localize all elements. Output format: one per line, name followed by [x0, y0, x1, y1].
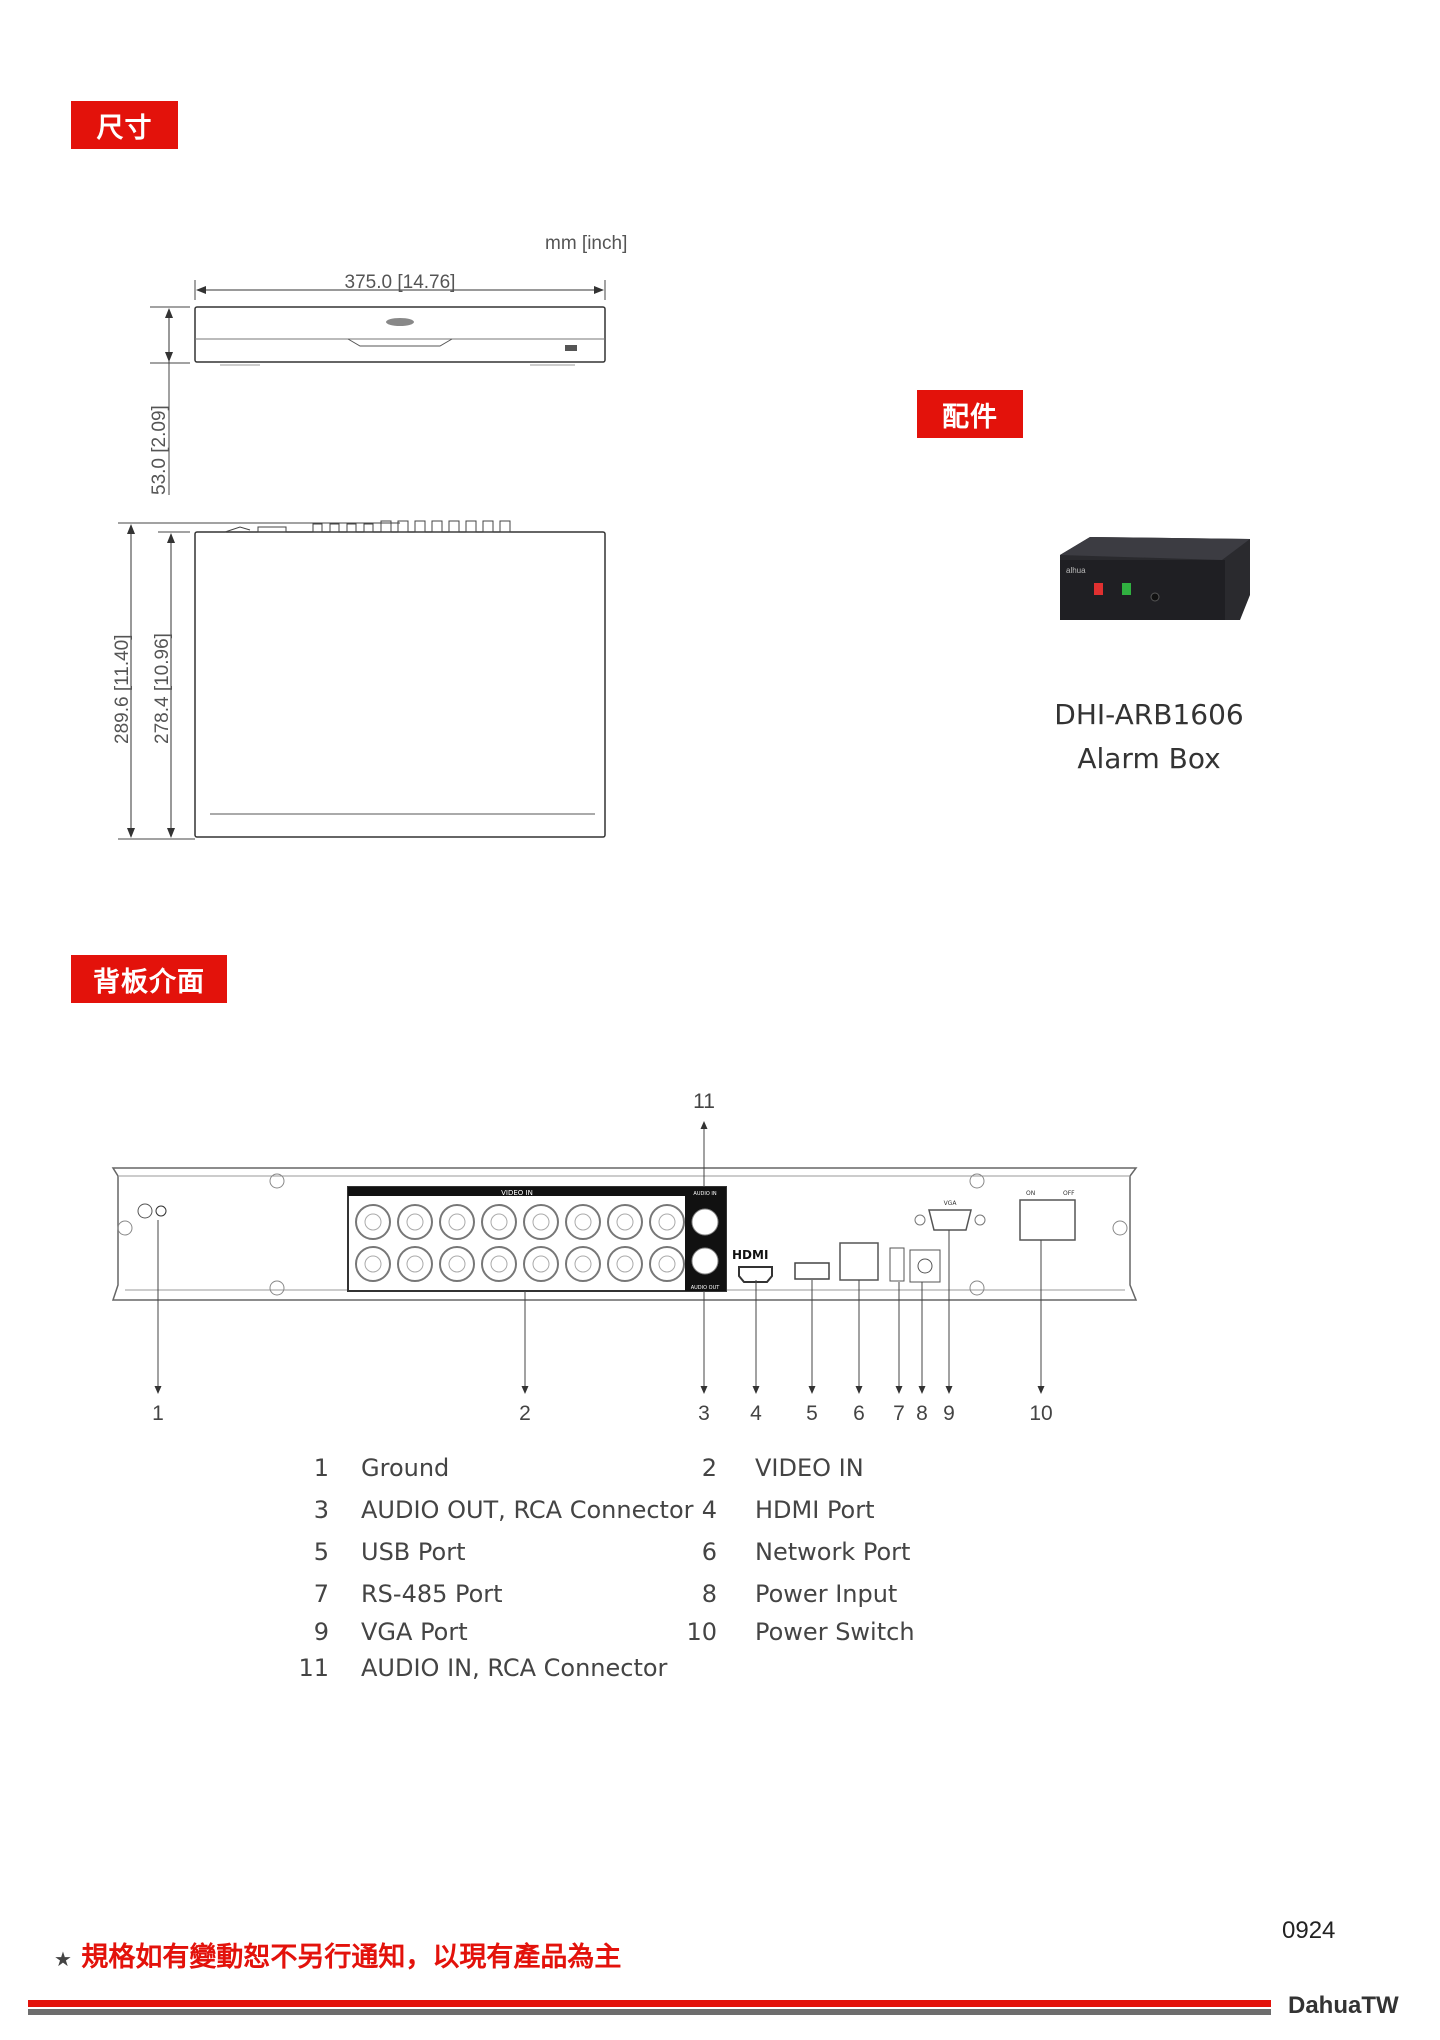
footer-gray-line: [28, 2009, 1271, 2015]
screw-icon: [269, 1280, 285, 1296]
usb-port-icon: [794, 1262, 830, 1280]
audio-in-rca-icon: [691, 1208, 719, 1236]
document-code: 0924: [1282, 1917, 1336, 1944]
legend-number: 11: [298, 1654, 329, 1682]
legend-number: 9: [313, 1618, 329, 1646]
legend-number: 8: [701, 1580, 717, 1608]
svg-text:alhua: alhua: [1066, 566, 1086, 575]
star-icon: ★: [54, 1947, 72, 1971]
screw-icon: [969, 1173, 985, 1189]
legend-label: Ground: [361, 1454, 450, 1482]
notice-text: 規格如有變動恕不另行通知，以現有產品為主: [81, 1942, 622, 1973]
callout-number: 9: [943, 1402, 955, 1425]
screw-icon: [969, 1280, 985, 1296]
callout-number: 2: [519, 1402, 531, 1425]
bnc-connector-icon: [607, 1204, 643, 1240]
video-in-panel-label: VIDEO IN: [501, 1189, 533, 1197]
section-title-dimensions: 尺寸: [71, 101, 178, 149]
legend-label: HDMI Port: [755, 1496, 875, 1524]
accessory-name: Alarm Box: [1077, 742, 1221, 775]
ground-terminal-icon: [137, 1203, 153, 1219]
off-label: OFF: [1063, 1190, 1075, 1197]
bnc-connector-icon: [397, 1246, 433, 1282]
height-dimension: 53.0 [2.09]: [149, 405, 170, 495]
legend-number: 6: [701, 1538, 717, 1566]
bnc-connector-icon: [565, 1204, 601, 1240]
legend-label: RS-485 Port: [361, 1580, 503, 1608]
unit-label: mm [inch]: [545, 233, 627, 254]
width-dimension: 375.0 [14.76]: [345, 272, 456, 293]
usb-port-icon: [565, 345, 577, 351]
vga-panel-label: VGA: [944, 1200, 958, 1207]
dimension-drawing: mm [inch] 375.0 [14.76] 53.0 [2.09] 289.…: [112, 233, 627, 840]
legend-number: 7: [313, 1580, 329, 1608]
rear-panel-drawing: VIDEO IN AUDIO IN AUDIO OUT HDMI VGA ON …: [111, 1090, 1138, 1425]
legend-number: 10: [686, 1618, 717, 1646]
legend-label: AUDIO IN, RCA Connector: [361, 1654, 668, 1682]
rs485-port-icon: [889, 1247, 905, 1282]
bnc-connector-icon: [439, 1246, 475, 1282]
front-view: [194, 306, 606, 366]
screw-icon: [269, 1173, 285, 1189]
legend-label: VGA Port: [361, 1618, 468, 1646]
callout-number: 7: [893, 1402, 905, 1425]
bnc-connector-icon: [523, 1246, 559, 1282]
bnc-connector-icon: [397, 1204, 433, 1240]
legend-label: Power Input: [755, 1580, 898, 1608]
logo-icon: [386, 318, 414, 326]
footer-notice: ★ 規格如有變動恕不另行通知，以現有產品為主: [54, 1935, 621, 1974]
legend-number: 4: [701, 1496, 717, 1524]
on-label: ON: [1026, 1190, 1035, 1197]
legend-label: VIDEO IN: [755, 1454, 864, 1482]
depth-total-dimension: 289.6 [11.40]: [112, 634, 133, 744]
legend-number: 1: [313, 1454, 329, 1482]
section-title-rear-panel: 背板介面: [71, 955, 227, 1003]
bnc-connector-icon: [355, 1204, 391, 1240]
callout-number: 10: [1029, 1402, 1052, 1425]
legend-label: Power Switch: [755, 1618, 915, 1646]
bnc-connector-icon: [607, 1246, 643, 1282]
legend-label: Network Port: [755, 1538, 911, 1566]
alarm-box-image: alhua: [1060, 537, 1250, 620]
legend-number: 2: [701, 1454, 717, 1482]
vga-port-icon: [928, 1209, 972, 1231]
legend-label: AUDIO OUT, RCA Connector: [361, 1496, 694, 1524]
audio-in-panel-label: AUDIO IN: [693, 1191, 716, 1197]
legend-number: 3: [313, 1496, 329, 1524]
power-input-icon: [909, 1249, 941, 1283]
bnc-connector-icon: [649, 1246, 685, 1282]
section-title-accessories: 配件: [917, 390, 1023, 438]
bnc-connector-icon: [439, 1204, 475, 1240]
bnc-connector-icon: [649, 1204, 685, 1240]
audio-out-panel-label: AUDIO OUT: [691, 1285, 721, 1291]
video-in-bnc-connectors: [355, 1204, 685, 1282]
callout-number: 4: [750, 1402, 762, 1425]
power-switch-icon: [1019, 1199, 1076, 1241]
hdmi-port-icon: [738, 1266, 773, 1283]
callout-number: 3: [698, 1402, 710, 1425]
depth-body-dimension: 278.4 [10.96]: [152, 633, 173, 744]
audio-out-rca-icon: [691, 1247, 719, 1275]
screw-icon: [117, 1220, 133, 1236]
screw-icon: [1112, 1220, 1128, 1236]
brand-label: DahuaTW: [1288, 1992, 1399, 2019]
callout-number: 6: [853, 1402, 865, 1425]
bnc-connector-icon: [481, 1204, 517, 1240]
footer-red-line: [28, 2000, 1271, 2007]
callout-number: 11: [693, 1090, 715, 1113]
callout-number: 5: [806, 1402, 818, 1425]
hdmi-logo: HDMI: [732, 1248, 768, 1262]
bnc-connector-icon: [355, 1246, 391, 1282]
top-view: [194, 520, 606, 838]
callout-number: 1: [152, 1402, 164, 1425]
legend-number: 5: [313, 1538, 329, 1566]
bnc-connector-icon: [565, 1246, 601, 1282]
legend-label: USB Port: [361, 1538, 466, 1566]
bnc-connector-icon: [523, 1204, 559, 1240]
callout-number: 8: [916, 1402, 928, 1425]
bnc-connector-icon: [481, 1246, 517, 1282]
accessory-model: DHI-ARB1606: [1054, 698, 1244, 731]
